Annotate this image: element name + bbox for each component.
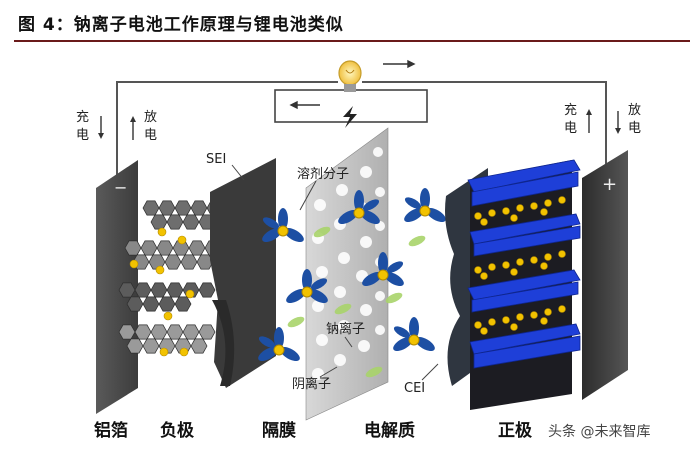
- anion-label: 阴离子: [292, 376, 331, 392]
- lightning-icon: [343, 106, 357, 128]
- light-bulb-icon: [339, 61, 361, 92]
- solvent-label: 溶剂分子: [297, 167, 349, 182]
- label-anode: 负极: [160, 420, 194, 441]
- arrow-right-icon: [383, 61, 414, 67]
- sei-label: SEI: [206, 152, 226, 167]
- label-aluminum-foil: 铝箔: [94, 420, 128, 441]
- cathode-layers: [468, 160, 580, 410]
- watermark-text: 头条 @未来智库: [548, 423, 650, 440]
- cei-label: CEI: [404, 381, 425, 396]
- svg-text:放: 放: [628, 103, 641, 118]
- svg-text:放: 放: [144, 110, 157, 125]
- svg-text:电: 电: [144, 128, 157, 143]
- label-cathode: 正极: [498, 421, 532, 441]
- svg-text:电: 电: [564, 121, 577, 136]
- charge-label-left: 充: [76, 109, 89, 125]
- label-separator: 隔膜: [262, 420, 296, 441]
- label-electrolyte: 电解质: [364, 420, 415, 441]
- cathode-collector: +: [582, 150, 628, 400]
- svg-text:电: 电: [628, 121, 641, 136]
- arrow-left-icon: [291, 102, 320, 108]
- sodium-ion-label: 钠离子: [326, 321, 365, 337]
- svg-text:充: 充: [564, 102, 577, 118]
- minus-sign: −: [114, 178, 127, 197]
- right-charge-indicator: 充 电 放 电: [564, 102, 641, 136]
- watermark: 头条 @未来智库: [548, 423, 650, 440]
- svg-text:电: 电: [76, 128, 89, 143]
- bottom-labels: 铝箔 负极 隔膜 电解质 正极: [94, 420, 532, 441]
- plus-sign: +: [602, 174, 617, 195]
